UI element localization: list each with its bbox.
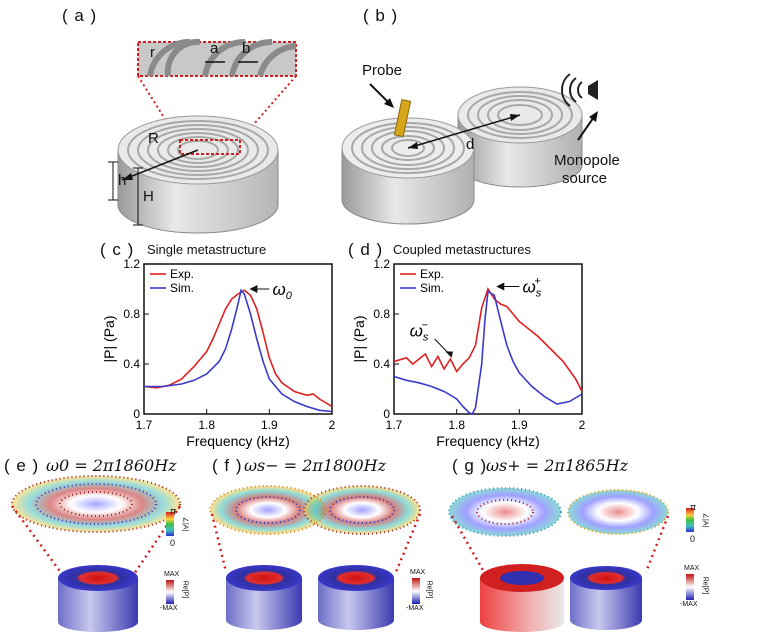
panel-label-f: ( f ): [212, 456, 243, 475]
legend-label: Exp.: [170, 267, 194, 281]
y-axis-label: |P| (Pa): [101, 316, 117, 363]
panel-b-coupled-illustration: [341, 73, 598, 225]
y-tick-label: 0.8: [123, 307, 140, 321]
phase-bar-g-axis: ∠|A|: [701, 512, 709, 528]
x-tick-label: 1.9: [511, 418, 528, 432]
y-tick-label: 0.4: [123, 357, 140, 371]
monopole-label-line1: Monopole: [554, 152, 620, 169]
panel-label-a: ( a ): [62, 6, 98, 25]
x-tick-label: 1.7: [386, 418, 403, 432]
monopole-label-line2: source: [562, 170, 608, 187]
x-tick-label: 2: [579, 418, 586, 432]
equation-f: ωs− = 2π1800Hz: [244, 456, 387, 475]
x-axis-label: Frequency (kHz): [186, 433, 289, 449]
dim-R: R: [148, 130, 159, 147]
equation-e: ω0 = 2π1860Hz: [46, 456, 177, 475]
phase-bar-e-bottom: 0: [170, 538, 176, 548]
equation-g: ωs+ = 2π1865Hz: [486, 456, 629, 475]
plot-frame: [143, 263, 333, 415]
x-tick-label: 2: [329, 418, 336, 432]
legend-label: Sim.: [170, 281, 194, 295]
panel-label-g: ( g ): [452, 456, 488, 475]
dim-h: h: [118, 172, 127, 189]
dim-r: r: [150, 44, 155, 61]
amp-bar-g-top: MAX: [684, 565, 700, 572]
panel-label-d: ( d ): [348, 240, 384, 259]
omega-plus-annotation: ωs+: [522, 276, 541, 300]
amp-bar-f-top: MAX: [410, 569, 426, 576]
omega0-annotation: ω0: [272, 280, 292, 302]
series-line-sim: [393, 290, 583, 416]
x-tick-label: 1.8: [448, 418, 465, 432]
dim-b: b: [242, 40, 251, 57]
phase-bar-e-axis: ∠|A|: [181, 516, 189, 532]
y-tick-label: 0.4: [373, 357, 390, 371]
y-tick-label: 1.2: [373, 258, 390, 271]
y-tick-label: 0: [383, 407, 390, 421]
panel-label-c: ( c ): [100, 240, 135, 259]
panel-label-e: ( e ): [4, 456, 40, 475]
probe-label: Probe: [362, 62, 403, 79]
legend-label: Exp.: [420, 267, 444, 281]
y-tick-label: 1.2: [123, 258, 140, 271]
panel-label-b: ( b ): [363, 6, 399, 25]
amp-bar-g-bottom: -MAX: [680, 601, 698, 608]
x-tick-label: 1.8: [198, 418, 215, 432]
omega-minus-arrowhead: [445, 351, 453, 358]
amp-bar-f-axis: Re[P]: [425, 580, 433, 599]
series-line-exp: [393, 287, 583, 392]
dim-H: H: [143, 188, 154, 205]
panel-a-metastructure-illustration: [108, 38, 297, 234]
y-tick-label: 0: [133, 407, 140, 421]
amp-bar-e-bottom: -MAX: [160, 605, 178, 612]
x-tick-label: 1.7: [136, 418, 153, 432]
x-axis-label: Frequency (kHz): [436, 433, 539, 449]
phase-bar-e-top: π: [170, 506, 177, 516]
amp-bar-g-axis: Re[P]: [701, 576, 709, 595]
chart-c-title: Single metastructure: [147, 242, 267, 257]
omega-minus-annotation: ωs−: [410, 320, 429, 344]
amp-bar-f-bottom: -MAX: [406, 605, 424, 612]
chart-d-title: Coupled metastructures: [393, 242, 532, 257]
y-tick-label: 0.8: [373, 307, 390, 321]
phase-bar-g-top: π: [690, 502, 697, 512]
distance-d-label: d: [466, 136, 475, 153]
series-line-exp: [143, 289, 333, 408]
amp-bar-e-axis: Re[P]: [181, 580, 189, 599]
plot-frame: [393, 263, 583, 415]
series-line-sim: [144, 288, 333, 413]
dim-a: a: [210, 40, 219, 57]
phase-bar-g-bottom: 0: [690, 534, 696, 544]
field-maps-illustration: [10, 475, 694, 632]
omega-plus-arrowhead: [496, 282, 505, 291]
omega0-arrowhead: [249, 285, 258, 293]
x-tick-label: 1.9: [261, 418, 278, 432]
amp-bar-e-top: MAX: [164, 571, 180, 578]
legend-label: Sim.: [420, 281, 444, 295]
y-axis-label: |P| (Pa): [351, 316, 367, 363]
